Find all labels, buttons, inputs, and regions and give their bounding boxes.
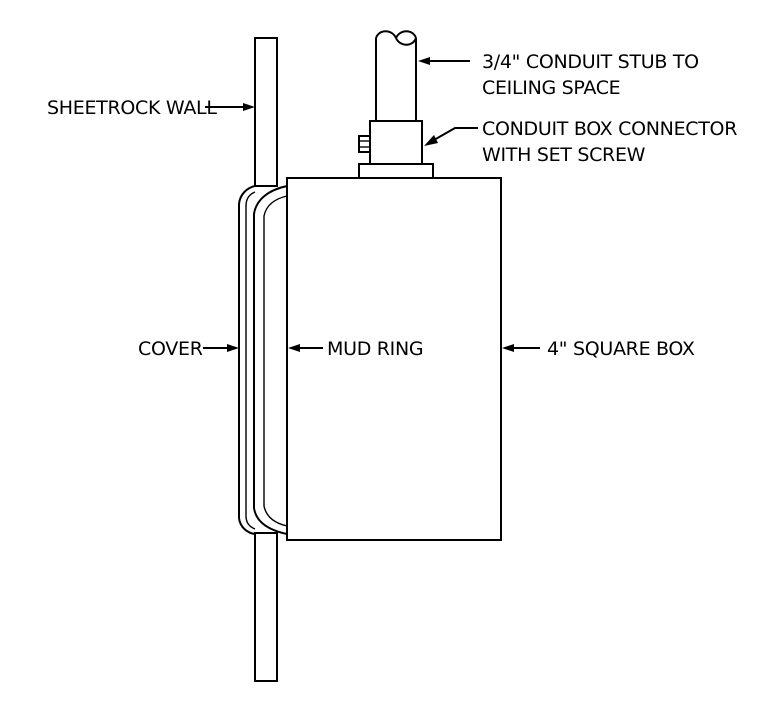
label-conduit-stub-line1: 3/4" CONDUIT STUB TO [482,51,699,73]
conduit-box-connector [358,120,434,179]
label-conduit-stub-line2: CEILING SPACE [482,77,620,99]
label-connector-line2: WITH SET SCREW [482,144,646,166]
leader-square-box [502,344,540,352]
label-connector-line1: CONDUIT BOX CONNECTOR [482,118,737,140]
cover [238,185,256,535]
leader-connector [424,127,478,146]
set-screw [358,135,371,153]
label-cover: COVER [138,338,203,360]
sheetrock-wall [254,37,278,682]
leader-conduit-stub [418,57,470,65]
mud-ring [253,178,288,540]
leader-mud-ring [288,344,323,352]
leader-cover [203,344,239,352]
conduit-stub [375,30,417,121]
label-mud-ring: MUD RING [327,338,423,360]
label-sheetrock-wall: SHEETROCK WALL [47,97,217,119]
leader-sheetrock-wall [205,103,255,111]
label-square-box: 4" SQUARE BOX [547,338,695,360]
